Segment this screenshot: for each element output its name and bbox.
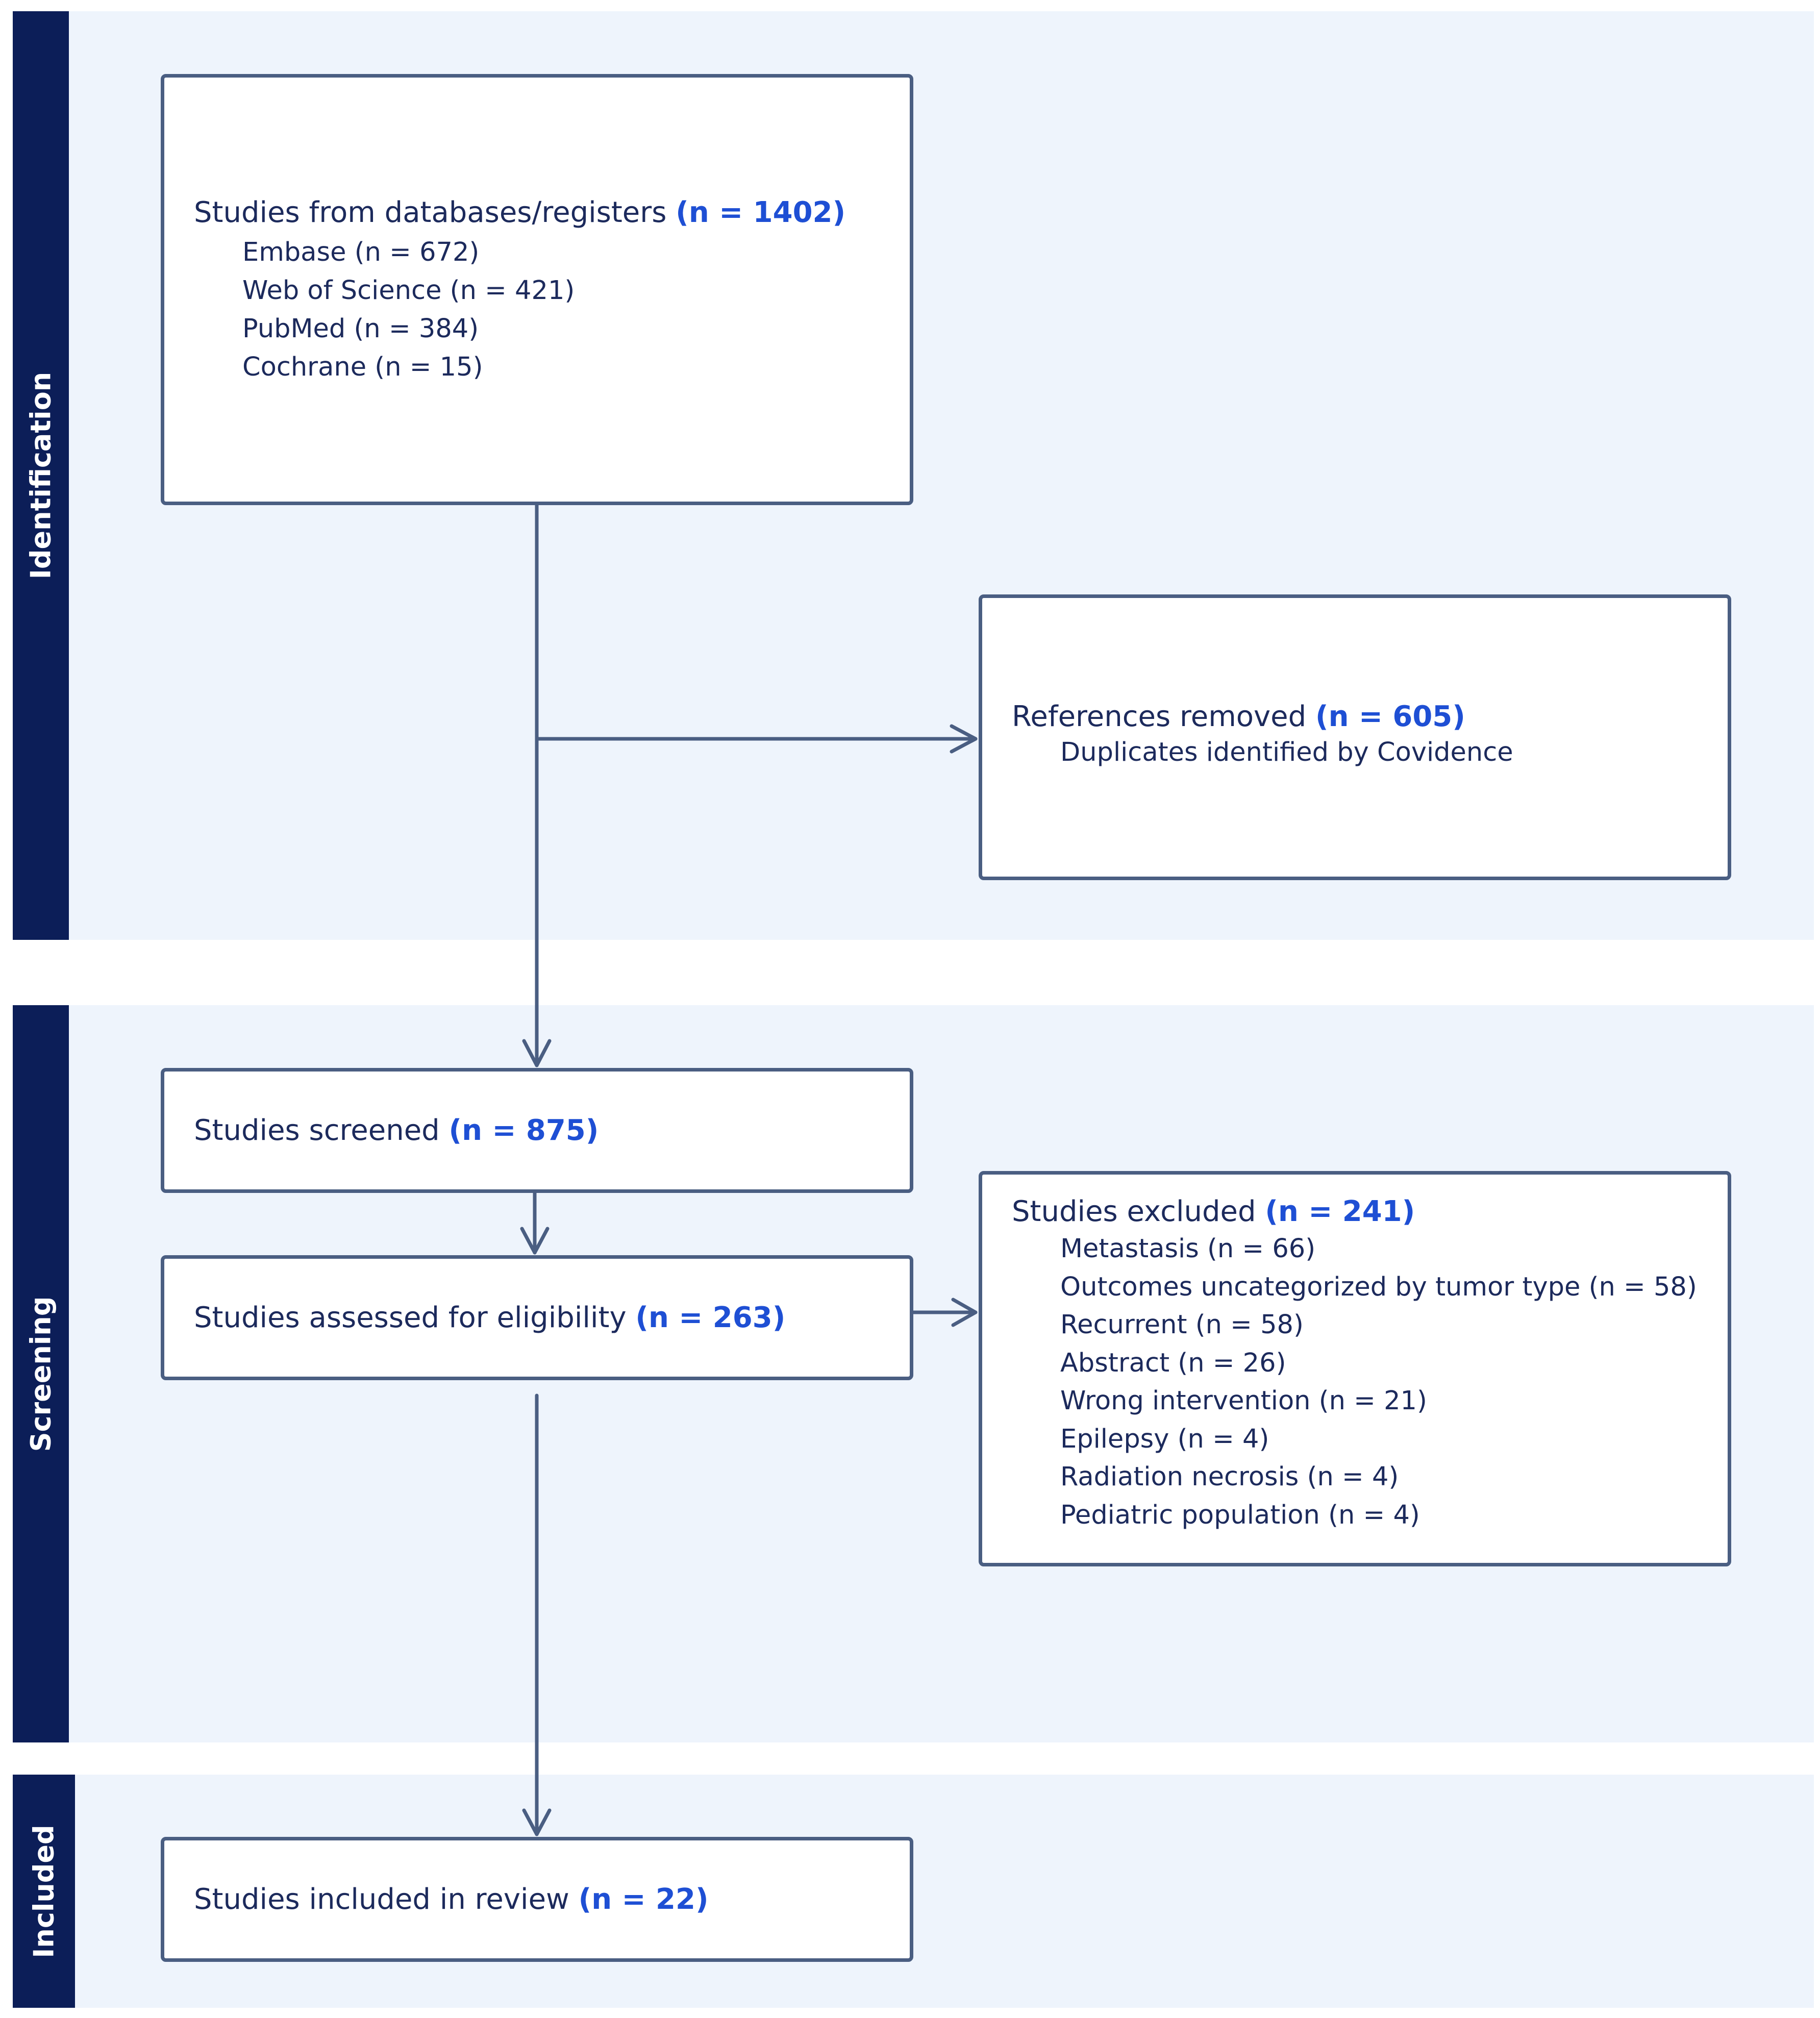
arrowhead-included: [522, 1808, 552, 1836]
studies-included-count: (n = 22): [578, 1883, 709, 1916]
studies-screened-label: Studies screened: [194, 1114, 440, 1147]
exclusion-reason: Abstract (n = 26): [1060, 1348, 1286, 1378]
references-removed-label: References removed: [1012, 700, 1307, 733]
exclusion-reason: Radiation necrosis (n = 4): [1060, 1462, 1399, 1492]
identification-sidebar: Identification: [13, 11, 69, 940]
studies-excluded-title: Studies excluded (n = 241): [1012, 1195, 1728, 1228]
exclusion-reason: Metastasis (n = 66): [1060, 1234, 1316, 1264]
references-removed-detail: Duplicates identified by Covidence: [1060, 737, 1513, 767]
records-identified-title: Studies from databases/registers (n = 14…: [194, 196, 910, 229]
exclusion-reason: Recurrent (n = 58): [1060, 1310, 1304, 1340]
studies-excluded-label: Studies excluded: [1012, 1195, 1256, 1228]
references-removed-count: (n = 605): [1315, 700, 1465, 733]
studies-excluded-count: (n = 241): [1265, 1195, 1415, 1228]
records-identified-count: (n = 1402): [676, 196, 846, 229]
source-pubmed: PubMed (n = 384): [242, 314, 479, 344]
studies-screened-box: Studies screened (n = 875): [161, 1068, 913, 1193]
included-sidebar: Included: [13, 1775, 75, 2008]
studies-assessed-count: (n = 263): [635, 1301, 786, 1334]
source-embase: Embase (n = 672): [242, 237, 480, 267]
studies-assessed-label: Studies assessed for eligibility: [194, 1301, 627, 1334]
studies-included-label: Studies included in review: [194, 1883, 569, 1916]
records-identified-box: Studies from databases/registers (n = 14…: [161, 74, 913, 505]
arrowhead-assessed: [520, 1227, 550, 1255]
records-identified-label: Studies from databases/registers: [194, 196, 667, 229]
exclusion-reason: Epilepsy (n = 4): [1060, 1424, 1269, 1454]
exclusion-reason: Wrong intervention (n = 21): [1060, 1386, 1427, 1416]
studies-excluded-box: Studies excluded (n = 241) Metastasis (n…: [979, 1171, 1731, 1566]
studies-assessed-box: Studies assessed for eligibility (n = 26…: [161, 1255, 913, 1380]
exclusion-reason: Outcomes uncategorized by tumor type (n …: [1060, 1272, 1697, 1302]
studies-assessed-title: Studies assessed for eligibility (n = 26…: [194, 1301, 785, 1334]
screening-sidebar: Screening: [13, 1005, 69, 1742]
studies-included-title: Studies included in review (n = 22): [194, 1883, 709, 1916]
source-web-of-science: Web of Science (n = 421): [242, 276, 575, 306]
arrowhead-screened: [522, 1039, 552, 1067]
source-cochrane: Cochrane (n = 15): [242, 352, 483, 382]
studies-screened-title: Studies screened (n = 875): [194, 1114, 599, 1147]
references-removed-box: References removed (n = 605) Duplicates …: [979, 594, 1731, 880]
arrowhead-excluded: [951, 1298, 978, 1327]
exclusion-reason: Pediatric population (n = 4): [1060, 1500, 1420, 1530]
studies-included-box: Studies included in review (n = 22): [161, 1837, 913, 1962]
arrowhead-references-removed: [950, 724, 978, 754]
references-removed-title: References removed (n = 605): [1012, 700, 1728, 733]
studies-screened-count: (n = 875): [448, 1114, 599, 1147]
